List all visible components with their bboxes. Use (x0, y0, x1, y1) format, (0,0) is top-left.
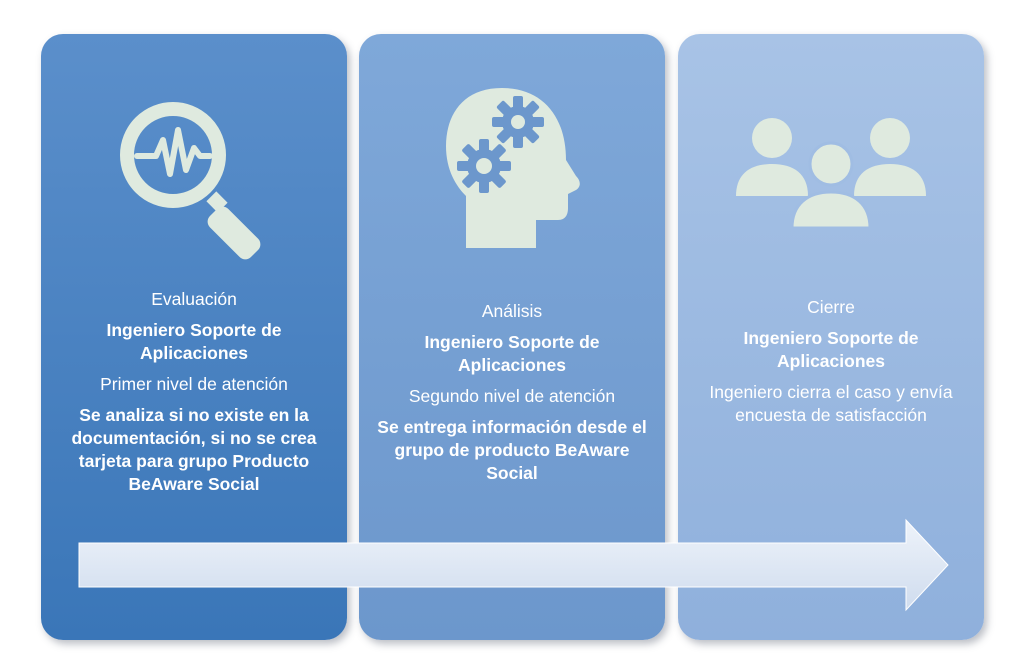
stage-description: Se entrega información desde el grupo de… (377, 417, 647, 483)
stage-role: Ingeniero Soporte de Aplicaciones (106, 320, 282, 363)
stage-card-analisis: Análisis Ingeniero Soporte de Aplicacion… (359, 34, 665, 640)
group-people-icon (678, 116, 984, 232)
stage-level: Segundo nivel de atención (408, 386, 616, 406)
stage-phase: Cierre (807, 297, 855, 317)
stage-role: Ingeniero Soporte de Aplicaciones (743, 328, 919, 371)
stage-card-cierre: Cierre Ingeniero Soporte de Aplicaciones… (678, 34, 984, 640)
head-gears-icon (359, 82, 665, 258)
stage-description: Ingeniero cierra el caso y envía encuest… (709, 382, 953, 425)
magnifier-pulse-icon (41, 86, 347, 266)
stage-phase: Evaluación (151, 289, 237, 309)
stage-role: Ingeniero Soporte de Aplicaciones (424, 332, 600, 375)
stage-level: Primer nivel de atención (100, 374, 288, 394)
stage-description: Se analiza si no existe en la documentac… (71, 405, 317, 494)
stage-card-evaluacion: Evaluación Ingeniero Soporte de Aplicaci… (41, 34, 347, 640)
stage-phase: Análisis (481, 301, 543, 321)
